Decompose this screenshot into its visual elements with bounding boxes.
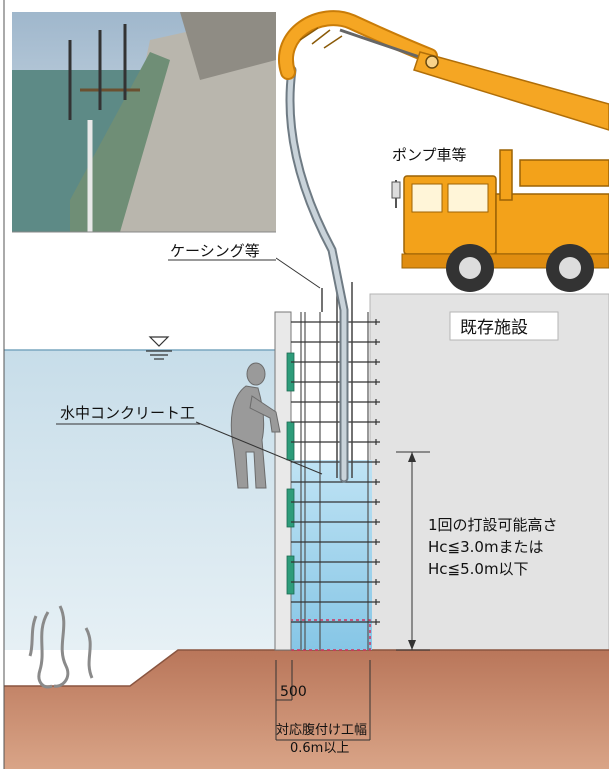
pump-truck-icon [391,149,609,292]
site-photo [12,12,276,233]
casing-leader [275,257,321,289]
existing-facility-block [369,293,609,653]
form-panel [286,352,295,392]
underwater-concrete-label: 水中コンクリート工 [60,404,195,422]
existing-facility-label-bg [449,311,559,341]
existing-facility-label: 既存施設 [460,318,528,338]
casing-label: ケーシング等 [170,242,260,260]
form-panel [286,555,295,595]
width-500-label: 500 [280,684,307,700]
width-label-line2: 0.6m以上 [290,741,349,756]
underwater-concrete-fill [290,460,372,650]
height-label-line2: Hc≦3.0mまたは [428,538,544,556]
width-dimension [275,660,371,741]
casing-label-bg [168,240,276,260]
height-label-line1: 1回の打設可能高さ [428,516,558,534]
seabed [4,650,609,769]
diver-silhouette-icon [230,362,281,489]
water-body [4,350,276,650]
concrete-leader [195,421,323,475]
pump-truck-label: ポンプ車等 [392,146,467,164]
seaweed-icon [28,605,94,689]
form-panel [286,488,295,528]
height-dimension [396,451,430,651]
form-panel [286,421,295,461]
pump-boom [278,10,609,131]
anchor-tie-bars [291,319,380,625]
height-label-line3: Hc≦5.0m以下 [428,560,529,578]
pump-hose-highlight [287,67,347,481]
seabed-edge [4,649,609,687]
water-level-triangle-icon [146,336,172,360]
width-label-line1: 対応腹付け工幅 [276,722,367,738]
